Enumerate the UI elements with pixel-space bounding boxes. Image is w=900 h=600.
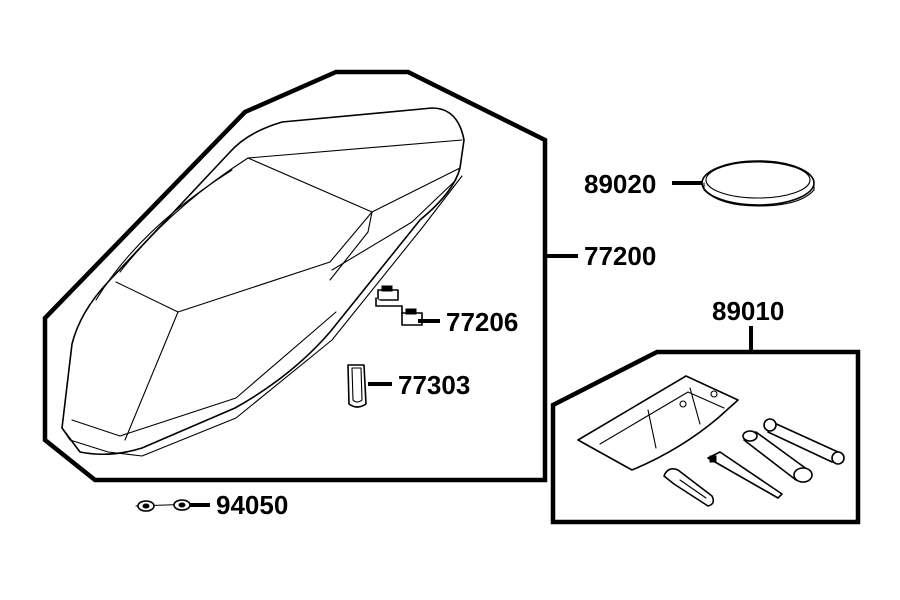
leader-lines <box>190 181 753 507</box>
part-number-77200: 77200 <box>584 241 656 271</box>
hinge-bracket-illustration <box>375 285 423 326</box>
helmet-strap-illustration <box>347 364 367 408</box>
tool-kit-frame <box>550 349 861 525</box>
part-number-89020: 89020 <box>584 169 656 199</box>
part-number-94050: 94050 <box>216 490 288 520</box>
part-number-89010: 89010 <box>712 296 784 326</box>
band-illustration <box>701 160 815 207</box>
tool-kit-illustration <box>577 375 845 507</box>
part-number-77206: 77206 <box>446 307 518 337</box>
seat-illustration <box>61 107 465 457</box>
seat-group-frame <box>42 69 548 483</box>
nut-illustration <box>135 499 197 512</box>
part-number-77303: 77303 <box>398 370 470 400</box>
